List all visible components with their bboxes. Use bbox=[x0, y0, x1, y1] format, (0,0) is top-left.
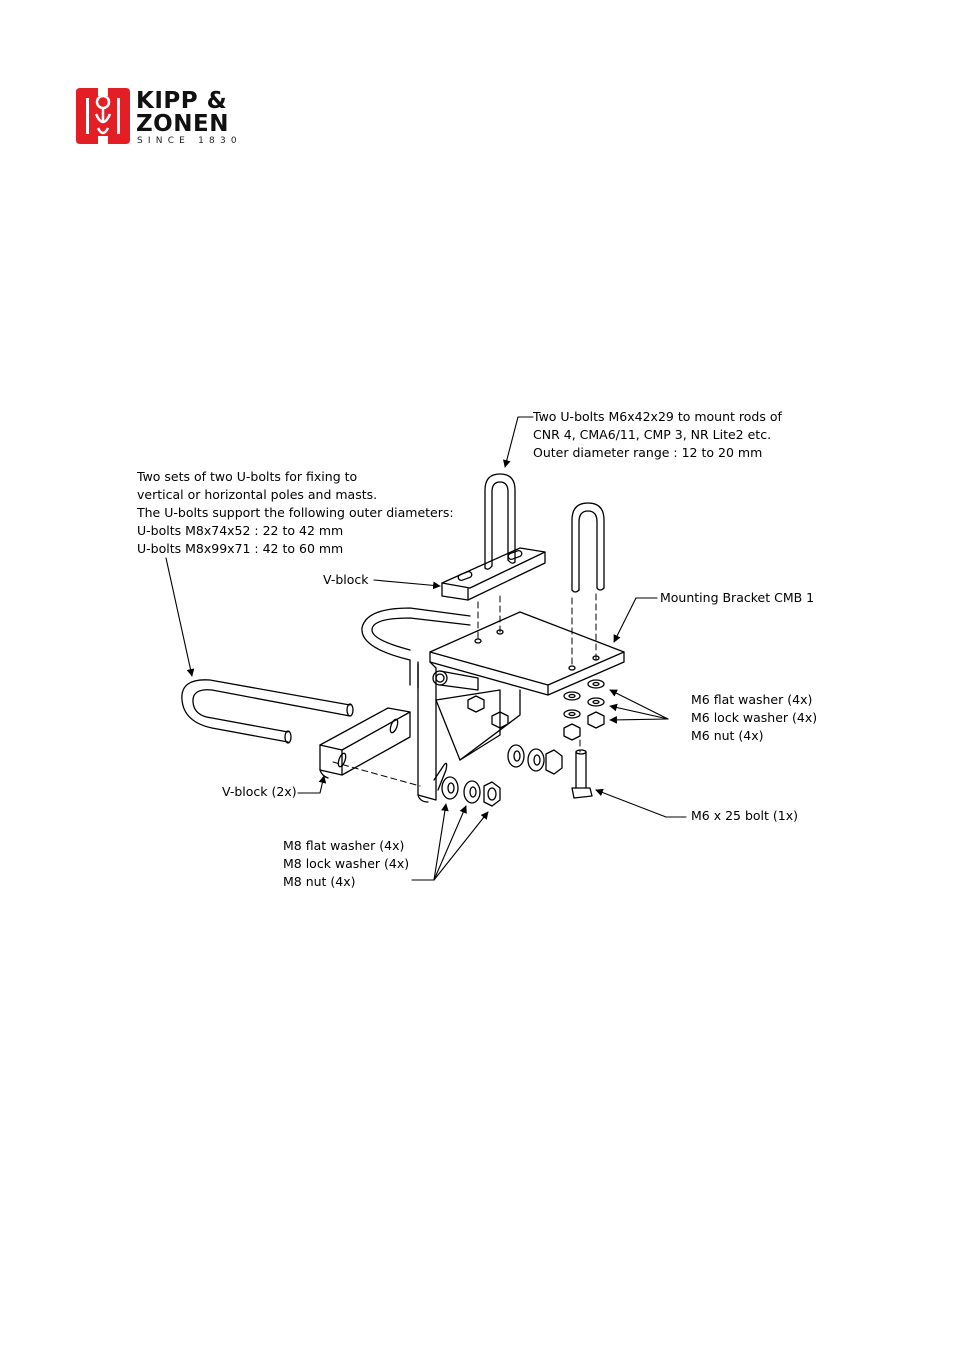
label-line: M8 flat washer (4x) bbox=[283, 838, 405, 853]
kipp-zonen-logo-icon bbox=[76, 88, 130, 144]
label-line: Outer diameter range : 12 to 20 mm bbox=[533, 445, 763, 460]
label-mounting-bracket: Mounting Bracket CMB 1 bbox=[660, 590, 815, 605]
label-line: M6 flat washer (4x) bbox=[691, 692, 813, 707]
label-line: vertical or horizontal poles and masts. bbox=[137, 487, 378, 502]
m8-hardware bbox=[441, 744, 563, 807]
top-u-bolt-small bbox=[484, 473, 516, 570]
m6-hardware bbox=[467, 679, 605, 741]
label-v-block-2x: V-block (2x) bbox=[222, 784, 297, 799]
large-u-bolt-front bbox=[181, 679, 354, 744]
m6-bolt bbox=[571, 749, 593, 799]
company-logo: KIPP & ZONEN SINCE 1830 bbox=[76, 88, 260, 148]
mounting-bracket bbox=[417, 611, 625, 803]
label-line: M8 lock washer (4x) bbox=[283, 856, 410, 871]
label-line: M6 nut (4x) bbox=[691, 728, 764, 743]
label-top-u-bolts: Two U-bolts M6x42x29 to mount rods of CN… bbox=[533, 408, 782, 462]
leader-lines bbox=[165, 416, 687, 881]
label-line: The U-bolts support the following outer … bbox=[137, 505, 454, 520]
brand-name-line2: ZONEN bbox=[136, 111, 229, 137]
top-v-block bbox=[441, 547, 546, 601]
label-m6-bolt: M6 x 25 bolt (1x) bbox=[691, 808, 798, 823]
label-line: Two sets of two U-bolts for fixing to bbox=[137, 469, 358, 484]
label-pole-u-bolts: Two sets of two U-bolts for fixing to ve… bbox=[137, 468, 454, 558]
label-line: Two U-bolts M6x42x29 to mount rods of bbox=[533, 409, 782, 424]
brand-name-line1: KIPP & bbox=[136, 88, 228, 114]
label-line: U-bolts M8x99x71 : 42 to 60 mm bbox=[137, 541, 344, 556]
right-u-bolt-small bbox=[571, 502, 605, 593]
label-v-block: V-block bbox=[323, 572, 369, 587]
large-u-bolt-back bbox=[361, 607, 471, 689]
label-line: CNR 4, CMA6/11, CMP 3, NR Lite2 etc. bbox=[533, 427, 772, 442]
label-line: U-bolts M8x74x52 : 22 to 42 mm bbox=[137, 523, 344, 538]
label-m6-hardware: M6 flat washer (4x) M6 lock washer (4x) … bbox=[691, 691, 817, 745]
label-m8-hardware: M8 flat washer (4x) M8 lock washer (4x) … bbox=[283, 837, 409, 891]
front-v-block bbox=[319, 707, 411, 779]
label-line: M8 nut (4x) bbox=[283, 874, 356, 889]
label-line: M6 lock washer (4x) bbox=[691, 710, 818, 725]
brand-tagline: SINCE 1830 bbox=[137, 136, 242, 146]
